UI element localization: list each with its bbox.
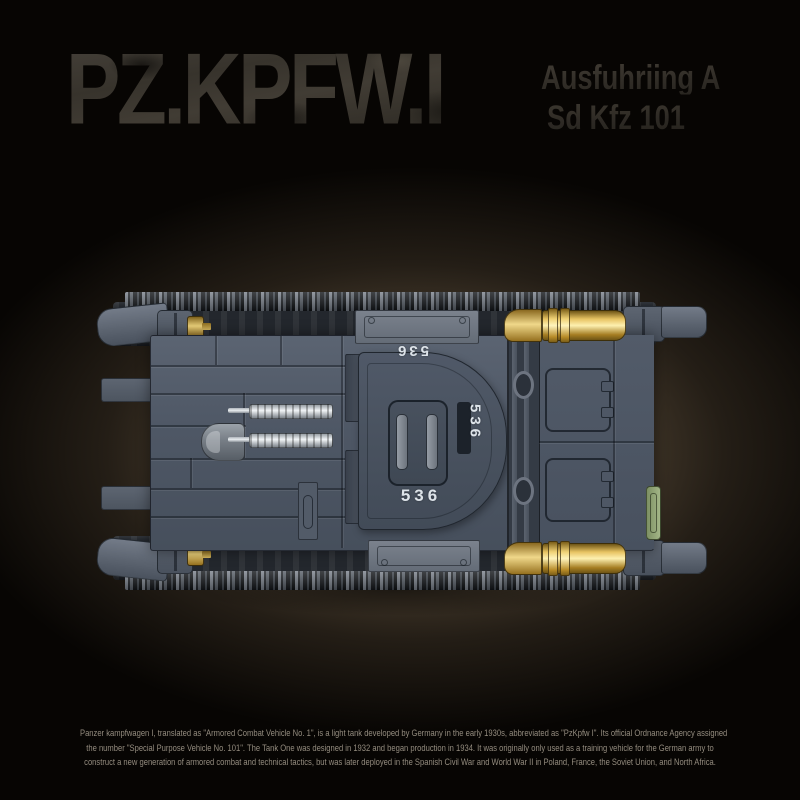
panel-seam [280,336,282,365]
channel-rail [512,335,517,549]
turret-marking-front: 536 [400,486,442,505]
driver-visor-cone [201,423,245,461]
turret-ring-seam [367,363,492,519]
hatch-clasp [601,471,614,482]
screw-detail [381,559,388,566]
panel-seam [151,425,246,427]
panel-seam [539,441,654,443]
exhaust-muffler-top [542,308,626,343]
slotted-plate [298,482,318,540]
panel-seam [341,336,343,548]
hatch-handle-right [426,414,438,470]
product-subtitle-designation: Sd Kfz 101 [547,97,685,137]
turret-marking-side: 536 [466,403,484,442]
hatch-clasp [601,381,614,392]
panel-seam [215,336,217,365]
deck-center-channel [509,335,540,549]
hatch-clasp [601,497,614,508]
panel-seam [151,488,347,490]
panel-seam [151,516,347,518]
screw-detail [368,317,375,324]
mudguard-bottom-right [661,542,707,574]
mudguard-top-right [661,306,707,338]
muffler-ridge [560,541,570,576]
panel-seam [190,458,192,488]
screw-detail [460,559,467,566]
description-line-1: Panzer kampfwagen I, translated as "Armo… [80,728,728,739]
turret-vision-slot [457,402,471,454]
rear-panel-plate [355,310,479,344]
hatch-clasp [601,407,614,418]
tank-model: 536 536 536 [95,290,707,592]
mg-barrel-upper [249,404,333,419]
engine-deck [507,335,654,549]
engine-hatch-lower [545,458,611,522]
muffler-ridge [548,541,558,576]
hatch-handle-left [396,414,408,470]
engine-hatch-upper [545,368,611,432]
mg-barrel-lower [249,433,333,448]
muffler-ridge [560,308,570,343]
description-line-2: the number "Special Purpose Vehicle No. … [86,742,714,754]
mg-barrel-tip-upper [228,408,252,413]
channel-ring-upper [513,371,534,399]
track-teeth-top [125,292,640,311]
exhaust-elbow-top [504,309,542,342]
exhaust-elbow-bottom [504,542,542,575]
muffler-ridge [548,308,558,343]
description-block: Panzer kampfwagen I, translated as "Armo… [0,727,800,771]
panel-seam [151,393,347,395]
product-subtitle-variant: Ausfuhriing A [541,57,721,97]
front-panel-plate [368,540,480,572]
description-line-3: construct a new generation of armored co… [84,757,716,769]
jack-tool-green [646,486,661,540]
turret-marking-top: 536 [394,342,430,359]
hull-side-tab-lower [101,486,153,510]
panel-seam [613,335,615,549]
panel-print-outline [377,546,471,566]
panel-seam [151,365,347,367]
mg-barrel-tip-lower [228,437,252,442]
channel-ring-lower [513,477,534,505]
hull-side-tab-upper [101,378,153,402]
track-teeth-bottom [125,571,640,590]
product-title: PZ.KPFW.I [66,31,444,146]
panel-seam [151,458,347,460]
panel-print-outline [364,316,470,338]
exhaust-muffler-bottom [542,541,626,576]
screw-detail [459,317,466,324]
channel-rail [524,335,529,549]
